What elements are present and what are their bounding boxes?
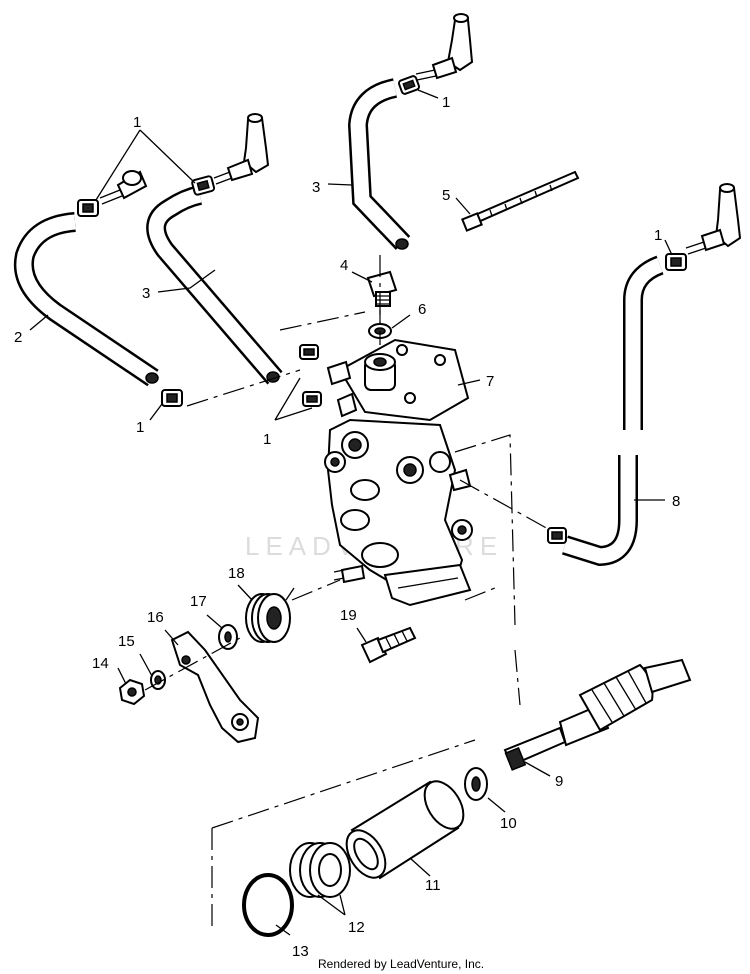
thrust-washer [464, 767, 488, 801]
callout-16: 16 [147, 609, 164, 626]
clamp-left-bottom [161, 389, 183, 407]
callout-10: 10 [500, 815, 517, 832]
callout-14: 14 [92, 655, 109, 672]
assembly-lines [144, 255, 551, 930]
o-ring [242, 873, 294, 937]
callout-1-clamp-top: 1 [442, 94, 450, 111]
callout-1-mid: 1 [263, 431, 271, 448]
mounting-bolt [360, 626, 417, 664]
oil-pump-assembly [324, 338, 473, 607]
callout-1-right: 1 [654, 227, 662, 244]
callout-5: 5 [442, 187, 450, 204]
callout-3-top: 3 [312, 179, 320, 196]
callout-1-clamps-left: 1 [133, 114, 141, 131]
callout-labels: 1 1 3 3 2 1 1 5 4 6 7 1 8 9 10 11 12 13 … [14, 94, 680, 960]
hose-mid-assembly [146, 185, 283, 385]
control-lever [170, 630, 260, 744]
clamp-right [665, 253, 687, 271]
washer-17 [218, 624, 238, 650]
clamp-mid-top [191, 175, 216, 196]
callout-4: 4 [340, 257, 348, 274]
callout-17: 17 [190, 593, 207, 610]
callout-15: 15 [118, 633, 135, 650]
callout-9: 9 [555, 773, 563, 790]
nozzle-fitting-mid [213, 113, 270, 185]
callout-13: 13 [292, 943, 309, 960]
nozzle-fitting-top [415, 13, 474, 81]
hex-nut [118, 678, 146, 706]
callout-2: 2 [14, 329, 22, 346]
hose-right-lower [562, 455, 638, 567]
hose-left-assembly [13, 212, 159, 387]
clamp-pump-upper [299, 344, 319, 360]
callout-11: 11 [425, 877, 441, 894]
callout-18: 18 [228, 565, 245, 582]
clamp-top [397, 75, 421, 95]
hose-top-assembly [347, 78, 411, 250]
banjo-bolt [366, 270, 398, 307]
callout-3-left: 3 [142, 285, 150, 302]
hose-right-upper [623, 255, 664, 430]
leader-lines [29, 89, 673, 936]
clamp-pump-lower [302, 391, 322, 407]
callout-12: 12 [348, 919, 365, 936]
drive-gear-shaft [503, 658, 692, 771]
clamp-right-lower [547, 527, 567, 544]
render-credit: Rendered by LeadVenture, Inc. [318, 957, 484, 971]
return-spring [245, 587, 295, 643]
callout-8: 8 [672, 493, 680, 510]
callout-19: 19 [340, 607, 357, 624]
fitting-left [99, 170, 148, 205]
cable-tie [461, 170, 580, 232]
callout-7: 7 [486, 373, 494, 390]
nozzle-fitting-right [685, 183, 742, 255]
bushing [345, 780, 465, 880]
callout-1-lower-left: 1 [136, 419, 144, 436]
oil-seals [289, 842, 351, 898]
clamp-left-top [77, 199, 99, 217]
callout-6: 6 [418, 301, 426, 318]
